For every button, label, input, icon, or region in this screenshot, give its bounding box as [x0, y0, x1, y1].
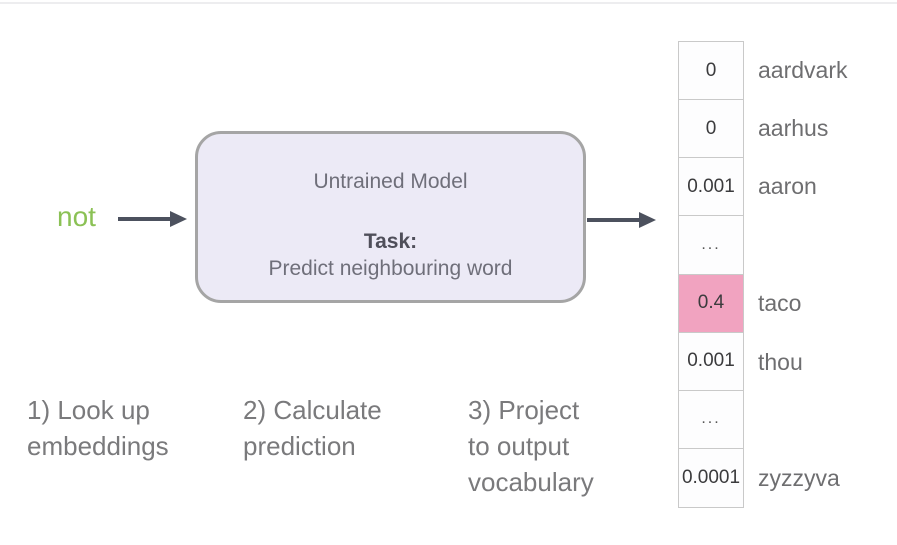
step-caption-line: embeddings: [27, 431, 169, 461]
step-caption-3: 3) Project to output vocabulary: [468, 392, 594, 500]
step-caption-line: 2) Calculate: [243, 395, 382, 425]
step-caption-line: 1) Look up: [27, 395, 150, 425]
vocab-word: thou: [758, 348, 803, 375]
probability-cell-ellipsis: ...: [679, 391, 743, 449]
step-caption-1: 1) Look up embeddings: [27, 392, 169, 464]
model-box: Untrained Model Task: Predict neighbouri…: [195, 131, 586, 303]
output-probability-column: 0 0 0.001 ... 0.4 0.001 ... 0.0001: [678, 41, 744, 508]
vocab-word: aardvark: [758, 56, 848, 83]
step-caption-line: 3) Project: [468, 395, 580, 425]
step-caption-line: to output: [468, 431, 570, 461]
vocab-word: [758, 216, 897, 274]
vocab-word: [758, 391, 897, 449]
probability-cell-ellipsis: ...: [679, 216, 743, 275]
top-divider: [0, 2, 897, 4]
vocabulary-word-labels: aardvark aarhus aaron taco thou zyzzyva: [758, 41, 897, 508]
step-caption-line: vocabulary: [468, 467, 594, 497]
vocab-word: aarhus: [758, 115, 829, 142]
probability-cell: 0.001: [679, 158, 743, 217]
model-task-label: Task:: [363, 230, 418, 253]
probability-cell: 0.0001: [681, 466, 741, 488]
vocab-word: aaron: [758, 173, 817, 200]
vocab-word: zyzzyva: [758, 465, 840, 492]
probability-cell: 0.001: [679, 333, 743, 391]
step-caption-2: 2) Calculate prediction: [243, 392, 382, 464]
step-caption-line: prediction: [243, 431, 356, 461]
probability-cell: 0: [679, 100, 743, 159]
vocab-word: taco: [758, 290, 802, 317]
probability-cell-highlighted: 0.4: [679, 274, 743, 333]
model-title: Untrained Model: [313, 170, 468, 193]
arrow-right-icon: [587, 212, 656, 228]
probability-cell: 0: [679, 42, 743, 101]
model-task-description: Predict neighbouring word: [268, 257, 513, 280]
arrow-right-icon: [118, 211, 187, 227]
input-word: not: [57, 201, 96, 232]
